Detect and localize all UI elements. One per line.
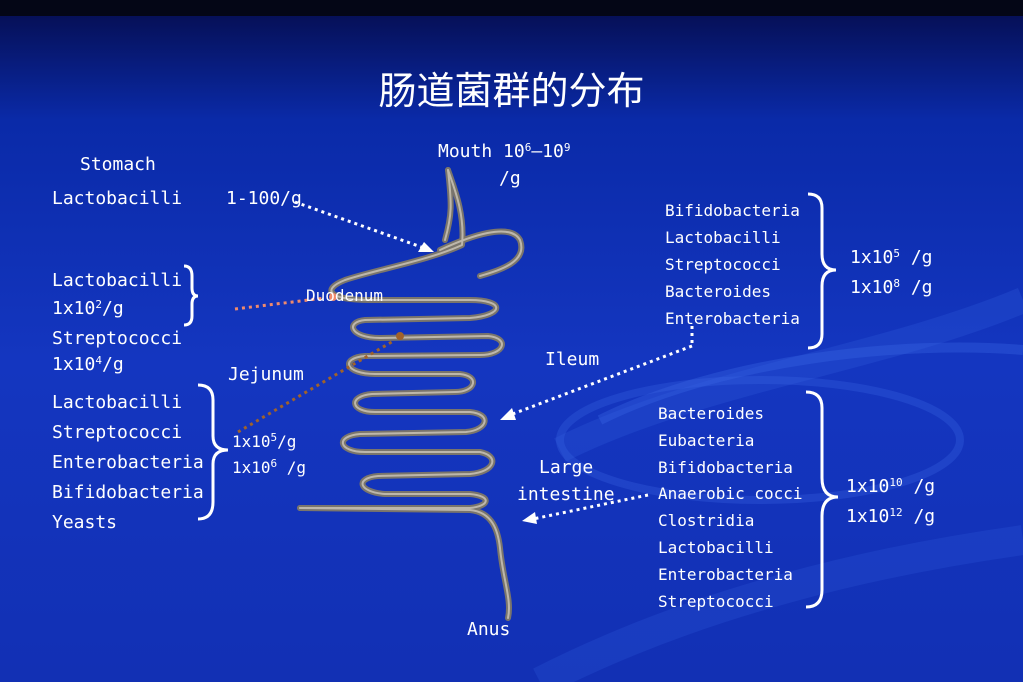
- large-intestine-organism-list: Bacteroides Eubacteria Bifidobacteria An…: [658, 401, 803, 615]
- duodenum-brace: [183, 264, 199, 327]
- large-intestine-label-line2: intestine: [517, 484, 615, 505]
- ileum-organism: Enterobacteria: [665, 309, 800, 328]
- jejunum-pointer: [237, 332, 404, 434]
- large-intestine-organism: Lactobacilli: [658, 537, 774, 557]
- ileum-count-1-exp: 5: [893, 246, 900, 260]
- large-intestine-count-1: 1x1010 /g: [846, 475, 936, 497]
- jejunum-organism: Bifidobacteria: [52, 482, 204, 503]
- large-intestine-organism: Clostridia: [658, 511, 755, 531]
- large-intestine-count-1-exp: 10: [889, 475, 903, 489]
- ileum-count-1: 1x105 /g: [850, 246, 933, 268]
- ileum-count-2-exp: 8: [893, 276, 900, 290]
- mouth-exp-low: 6: [524, 140, 532, 154]
- large-intestine-count-2: 1x1012 /g: [846, 505, 936, 527]
- large-intestine-organism: Enterobacteria: [658, 564, 793, 584]
- ileum-organism: Lactobacilli: [665, 228, 781, 247]
- duodenum-label: Duodenum: [306, 286, 384, 305]
- mouth-dash: –10: [531, 141, 564, 162]
- duodenum-count-1-base: 1x10: [52, 298, 96, 319]
- mouth-label: Mouth 106–109: [438, 140, 571, 162]
- ileum-organism: Streptococci: [665, 255, 781, 274]
- mouth-label-text: Mouth 10: [438, 141, 525, 162]
- ileum-count-2-base: 1x10: [850, 277, 894, 298]
- duodenum-count-2-exp: 4: [95, 353, 102, 367]
- stomach-arrow: [294, 200, 434, 252]
- ileum-count-2: 1x108 /g: [850, 276, 933, 298]
- large-intestine-organism: Bifidobacteria: [658, 457, 793, 477]
- large-intestine-count-2-base: 1x10: [846, 506, 890, 527]
- large-intestine-organism: Bacteroides: [658, 404, 764, 423]
- duodenum-count-1-exp: 2: [95, 297, 102, 311]
- ileum-count-1-unit: /g: [899, 247, 933, 268]
- jejunum-organism: Yeasts: [52, 512, 118, 533]
- large-intestine-brace: [805, 390, 839, 609]
- ileum-organism: Bacteroides: [665, 282, 771, 301]
- jejunum-count-2-unit: /g: [277, 458, 307, 477]
- large-intestine-organism: Anaerobic cocci: [658, 484, 803, 504]
- duodenum-organism-2: Streptococci: [52, 328, 183, 349]
- large-intestine-label-line1: Large: [539, 457, 594, 478]
- duodenum-count-1: 1x102/g: [52, 297, 124, 319]
- jejunum-organism: Lactobacilli: [52, 392, 183, 413]
- jejunum-count-1: 1x105/g: [232, 430, 297, 451]
- duodenum-count-2-base: 1x10: [52, 354, 96, 375]
- top-bar: [0, 0, 1023, 16]
- duodenum-count-2: 1x104/g: [52, 353, 124, 375]
- jejunum-count-2-base: 1x10: [232, 458, 271, 477]
- jejunum-organism-list: Lactobacilli Streptococci Enterobacteria…: [52, 388, 204, 538]
- duodenum-count-2-unit: /g: [101, 354, 124, 375]
- jejunum-count-2-exp: 6: [270, 456, 278, 470]
- jejunum-organism: Enterobacteria: [52, 452, 204, 473]
- stomach-label: Stomach: [80, 154, 156, 175]
- anus-label: Anus: [467, 619, 511, 640]
- jejunum-brace: [197, 383, 229, 521]
- ileum-count-1-base: 1x10: [850, 247, 894, 268]
- large-intestine-organism: Eubacteria: [658, 430, 755, 450]
- jejunum-count-1-unit: /g: [277, 432, 297, 451]
- ileum-organism: Bifidobacteria: [665, 201, 800, 220]
- large-intestine-count-1-unit: /g: [902, 476, 936, 497]
- stomach-organism: Lactobacilli: [52, 188, 183, 209]
- large-intestine-count-2-unit: /g: [902, 506, 936, 527]
- jejunum-count-1-base: 1x10: [232, 432, 271, 451]
- ileum-brace: [807, 192, 837, 350]
- large-intestine-count-2-exp: 12: [889, 505, 903, 519]
- jejunum-label: Jejunum: [228, 364, 304, 385]
- large-intestine-organism: Streptococci: [658, 591, 774, 611]
- jejunum-count-1-exp: 5: [270, 430, 278, 444]
- mouth-unit: /g: [499, 168, 521, 189]
- duodenum-count-1-unit: /g: [101, 298, 124, 319]
- ileum-label: Ileum: [545, 349, 600, 370]
- large-intestine-count-1-base: 1x10: [846, 476, 890, 497]
- duodenum-organism-1: Lactobacilli: [52, 270, 183, 291]
- intestine-highlight: [299, 169, 523, 619]
- duodenum-pointer: [234, 293, 337, 311]
- page-title: 肠道菌群的分布: [378, 69, 645, 113]
- mouth-exp-high: 9: [563, 140, 571, 154]
- stomach-count: 1-100/g: [226, 188, 302, 209]
- ileum-organism-list: Bifidobacteria Lactobacilli Streptococci…: [665, 197, 800, 332]
- ileum-count-2-unit: /g: [899, 277, 933, 298]
- jejunum-count-2: 1x106 /g: [232, 456, 307, 477]
- jejunum-organism: Streptococci: [52, 422, 183, 443]
- ileum-arrow: [500, 326, 694, 420]
- large-intestine-arrow: [522, 493, 649, 524]
